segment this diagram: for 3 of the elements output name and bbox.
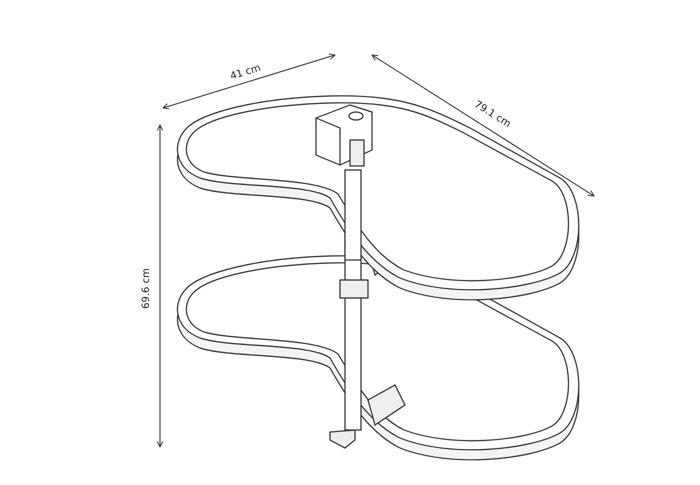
dimension-label: 41 cm xyxy=(228,62,262,82)
dimension-label: 79.1 cm xyxy=(472,98,512,130)
dimension-label: 69.6 cm xyxy=(140,268,152,308)
